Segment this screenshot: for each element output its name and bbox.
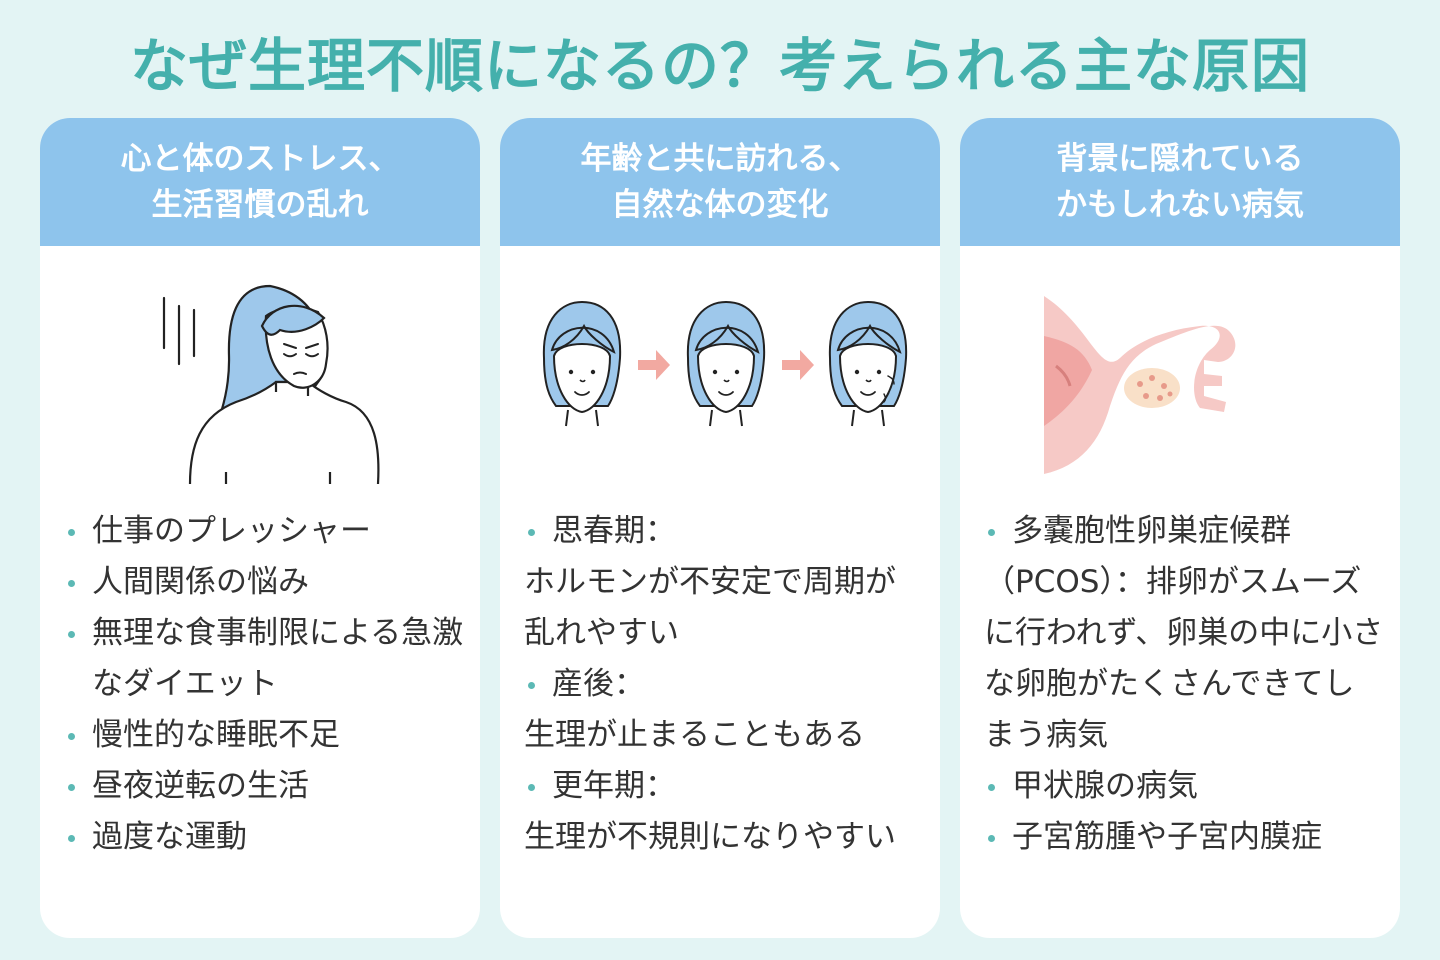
list-item: 人間関係の悩み	[64, 557, 464, 608]
list-item: 甲状腺の病気	[984, 761, 1384, 812]
list-item: 更年期：	[524, 761, 924, 812]
list-item-description: ホルモンが不安定で周期が乱れやすい	[524, 564, 896, 651]
list-item: 仕事のプレッシャー	[64, 506, 464, 557]
card-header-line: かもしれない病気	[1056, 187, 1304, 223]
card-header-line: 生活習慣の乱れ	[151, 187, 369, 223]
list-item-description: 生理が不規則になりやすい	[524, 819, 896, 855]
list-item: 無理な食事制限による急激なダイエット	[64, 608, 464, 710]
list-item: 昼夜逆転の生活	[64, 761, 464, 812]
card-header-line: 背景に隠れている	[1056, 141, 1304, 177]
list-item: 子宮筋腫や子宮内膜症	[984, 812, 1384, 863]
cause-list: 多嚢胞性卵巣症候群 （PCOS）：排卵がスムーズに行われず、卵巣の中に小さな卵胞…	[984, 506, 1384, 863]
cause-card-disease: 背景に隠れている かもしれない病気 多嚢胞性卵巣症候群 （PCOS）：排卵がスム…	[960, 118, 1400, 938]
card-header-line: 年齢と共に訪れる、	[580, 141, 860, 177]
card-header-line: 自然な体の変化	[611, 187, 829, 223]
uterus-ovary-illustration	[1044, 296, 1236, 474]
stressed-woman-illustration	[162, 284, 380, 485]
page-title: なぜ生理不順になるの？考えられる主な原因	[129, 32, 1310, 100]
cause-card-stress: 心と体のストレス、 生活習慣の乱れ 仕事のプレッシャー 人間関係の悩み 無理な食…	[40, 118, 480, 938]
list-item: 過度な運動	[64, 812, 464, 863]
list-item: 多嚢胞性卵巣症候群	[984, 506, 1384, 557]
list-item-description: 生理が止まることもある	[524, 717, 865, 753]
card-header-line: 心と体のストレス、	[120, 141, 400, 177]
card-header: 心と体のストレス、 生活習慣の乱れ	[40, 118, 480, 246]
list-item: 慢性的な睡眠不足	[64, 710, 464, 761]
aging-faces-illustration	[542, 301, 908, 427]
card-header: 年齢と共に訪れる、 自然な体の変化	[500, 118, 940, 246]
list-item: 思春期：	[524, 506, 924, 557]
list-item-description: （PCOS）：排卵がスムーズに行われず、卵巣の中に小さな卵胞がたくさんできてしま…	[984, 564, 1384, 753]
cause-list: 仕事のプレッシャー 人間関係の悩み 無理な食事制限による急激なダイエット 慢性的…	[64, 506, 464, 863]
cause-card-aging: 年齢と共に訪れる、 自然な体の変化 思春期： ホルモンが不安定	[500, 118, 940, 938]
cause-list: 思春期： ホルモンが不安定で周期が乱れやすい 産後： 生理が止まることもある 更…	[524, 506, 924, 863]
card-header: 背景に隠れている かもしれない病気	[960, 118, 1400, 246]
list-item: 産後：	[524, 659, 924, 710]
